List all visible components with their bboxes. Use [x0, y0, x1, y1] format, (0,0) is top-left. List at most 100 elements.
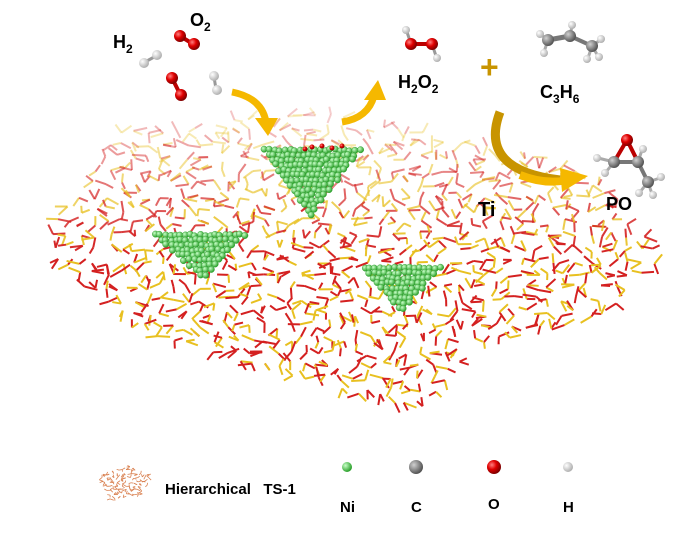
lattice-bond — [381, 256, 394, 262]
lattice-bond — [437, 247, 447, 255]
lattice-bond — [157, 174, 161, 181]
lattice-bond — [213, 334, 223, 339]
lattice-bond — [493, 238, 500, 248]
lattice-bond — [278, 184, 291, 190]
legend-ni-label: Ni — [340, 499, 355, 516]
lattice-bond — [162, 143, 172, 148]
lattice-bond — [444, 151, 449, 159]
lattice-bond — [127, 201, 135, 209]
lattice-bond — [470, 170, 484, 174]
lattice-bond — [330, 139, 341, 148]
lattice-bond — [364, 299, 369, 308]
lattice-bond — [443, 236, 457, 243]
lattice-bond — [419, 191, 425, 199]
lattice-bond — [387, 323, 398, 334]
lattice-bond — [275, 305, 287, 312]
lattice-bond — [109, 484, 113, 487]
lattice-bond — [250, 298, 262, 304]
lattice-bond — [316, 326, 325, 333]
lattice-bond — [146, 278, 151, 290]
lattice-bond — [240, 150, 250, 157]
lattice-bond — [172, 264, 177, 275]
lattice-bond — [280, 206, 288, 213]
lattice-bond — [174, 337, 183, 342]
lattice-bond — [127, 473, 131, 475]
lattice-bond — [199, 326, 210, 335]
lattice-bond — [182, 175, 190, 185]
lattice-bond — [473, 329, 477, 339]
lattice-bond — [109, 269, 122, 278]
lattice-bond — [172, 223, 182, 227]
ni-atom — [357, 146, 364, 154]
lattice-bond — [454, 211, 462, 220]
legend-c: C — [409, 460, 423, 516]
lattice-bond — [341, 270, 351, 279]
lattice-bond — [537, 194, 546, 202]
lattice-bond — [139, 204, 150, 211]
lattice-bond — [338, 211, 345, 219]
lattice-bond — [482, 136, 489, 147]
lattice-bond — [431, 170, 443, 176]
lattice-bond — [127, 492, 132, 496]
lattice-bond — [211, 283, 218, 293]
lattice-bond — [263, 254, 269, 261]
lattice-bond — [382, 355, 391, 364]
lattice-bond — [401, 133, 406, 142]
lattice-bond — [505, 314, 515, 325]
lattice-bond — [610, 232, 617, 242]
lattice-bond — [265, 231, 277, 239]
lattice-bond — [215, 131, 229, 135]
lattice-bond — [172, 137, 177, 148]
lattice-bond — [105, 280, 109, 289]
lattice-bond — [131, 153, 147, 157]
lattice-bond — [473, 259, 484, 264]
lattice-bond — [304, 375, 315, 380]
lattice-bond — [352, 277, 360, 289]
lattice-bond — [324, 227, 330, 235]
lattice-bond — [240, 155, 249, 159]
lattice-bond — [121, 182, 126, 190]
lattice-bond — [435, 391, 443, 398]
lattice-bond — [501, 216, 512, 220]
lattice-bond — [206, 351, 215, 361]
lattice-bond — [292, 299, 302, 305]
lattice-bond — [525, 324, 539, 329]
lattice-bond — [162, 142, 173, 146]
lattice-bond — [112, 481, 115, 485]
lattice-bond — [597, 300, 602, 312]
lattice-bond — [409, 248, 418, 258]
lattice-bond — [419, 139, 427, 146]
lattice-bond — [339, 312, 346, 323]
lattice-bond — [504, 208, 513, 220]
lattice-bond — [356, 357, 363, 368]
lattice-bond — [146, 170, 152, 178]
arrow-out-icon — [341, 80, 386, 126]
lattice-bond — [300, 137, 314, 142]
lattice-bond — [545, 278, 557, 289]
lattice-bond — [255, 276, 263, 286]
lattice-bond — [443, 379, 449, 391]
plus-sign: + — [480, 49, 499, 85]
lattice-bond — [204, 134, 214, 143]
lattice-bond — [318, 239, 330, 249]
lattice-bond — [128, 243, 133, 252]
lattice-bond — [535, 295, 543, 303]
lattice-bond — [301, 269, 311, 275]
lattice-bond — [340, 239, 353, 247]
lattice-bond — [407, 209, 416, 221]
lattice-bond — [563, 194, 573, 198]
lattice-bond — [105, 471, 109, 476]
lattice-bond — [479, 259, 487, 271]
lattice-bond — [217, 198, 230, 204]
ni-atom — [424, 274, 432, 281]
lattice-bond — [268, 333, 281, 341]
lattice-bond — [527, 284, 539, 287]
lattice-bond — [431, 323, 437, 331]
lattice-bond — [288, 260, 297, 267]
lattice-bond — [145, 335, 158, 339]
lattice-bond — [237, 142, 249, 148]
lattice-bond — [428, 163, 434, 174]
lattice-bond — [329, 290, 339, 298]
lattice-bond — [140, 198, 151, 205]
lattice-bond — [132, 478, 134, 481]
